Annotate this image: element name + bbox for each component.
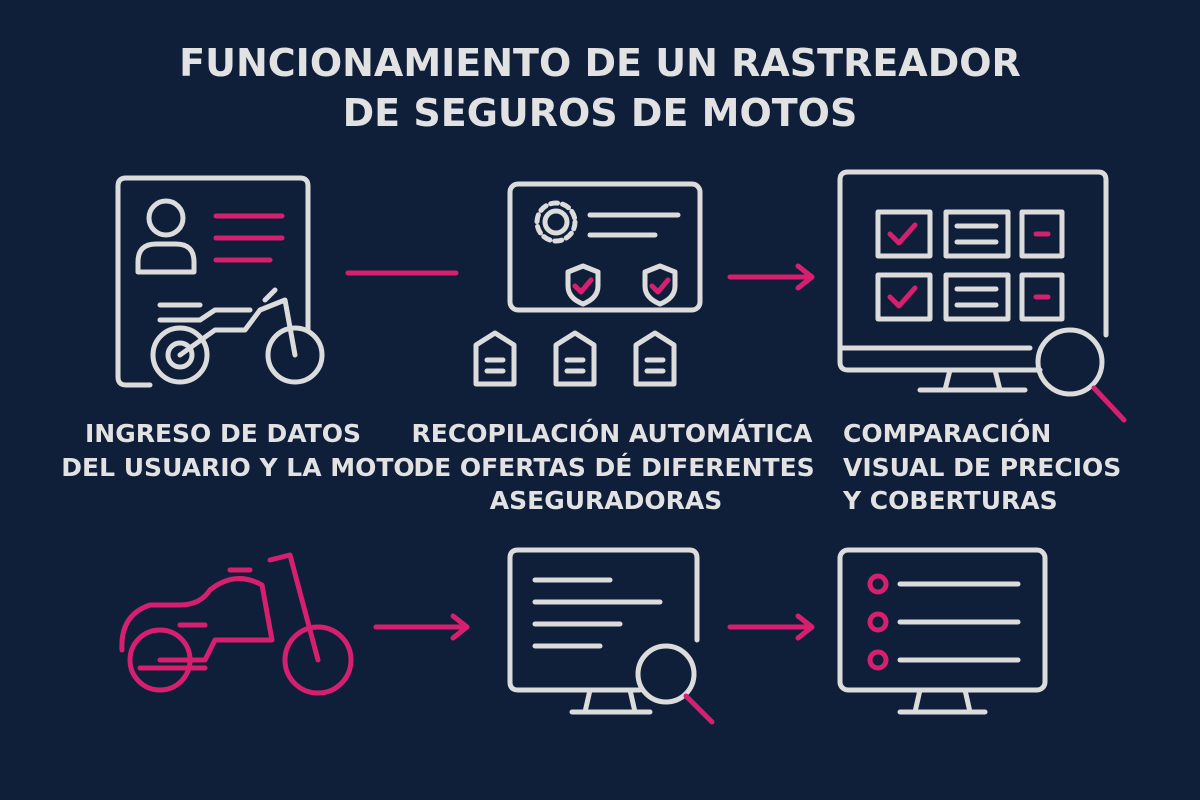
monitor-comparison-icon xyxy=(837,169,1127,423)
motorcycle-icon xyxy=(119,552,354,696)
step-1-label-line-2: DEL USUARIO Y LA MOTO xyxy=(61,453,414,482)
step-1-label-line-1: INGRESO DE DATOS xyxy=(85,419,361,448)
title-line-2: DE SEGUROS DE MOTOS xyxy=(343,91,858,135)
title-line-1: FUNCIONAMIENTO DE UN RASTREADOR xyxy=(179,41,1021,85)
insurer-building-icon xyxy=(553,330,597,387)
gear-icon xyxy=(534,200,578,244)
magnifier-icon xyxy=(1035,327,1127,423)
insurer-building-icon xyxy=(633,330,677,387)
motorcycle-outline-icon xyxy=(150,287,325,385)
gear-shields-insurers-icon xyxy=(473,181,703,387)
insurer-building-icon xyxy=(473,330,517,387)
monitor-list-icon xyxy=(837,547,1048,715)
step-3-label-line-1: COMPARACIÓN xyxy=(843,418,1051,448)
step-3-label-line-3: Y COBERTURAS xyxy=(842,486,1058,515)
step-2-label-line-2: DE OFERTAS DÉ DIFERENTES xyxy=(413,453,814,482)
step-2-label-line-3: ASEGURADORAS xyxy=(490,486,722,515)
arrow-right-icon xyxy=(373,613,470,641)
shield-check-icon xyxy=(642,263,678,307)
user-data-card-icon xyxy=(115,175,325,388)
arrow-right-icon xyxy=(727,613,815,641)
monitor-search-icon xyxy=(507,547,715,725)
step-2-label-line-1: RECOPILACIÓN AUTOMÁTICA xyxy=(412,418,814,448)
arrow-right-icon xyxy=(727,263,815,291)
step-3-label-line-2: VISUAL DE PRECIOS xyxy=(843,453,1121,482)
shield-check-icon xyxy=(565,263,601,307)
